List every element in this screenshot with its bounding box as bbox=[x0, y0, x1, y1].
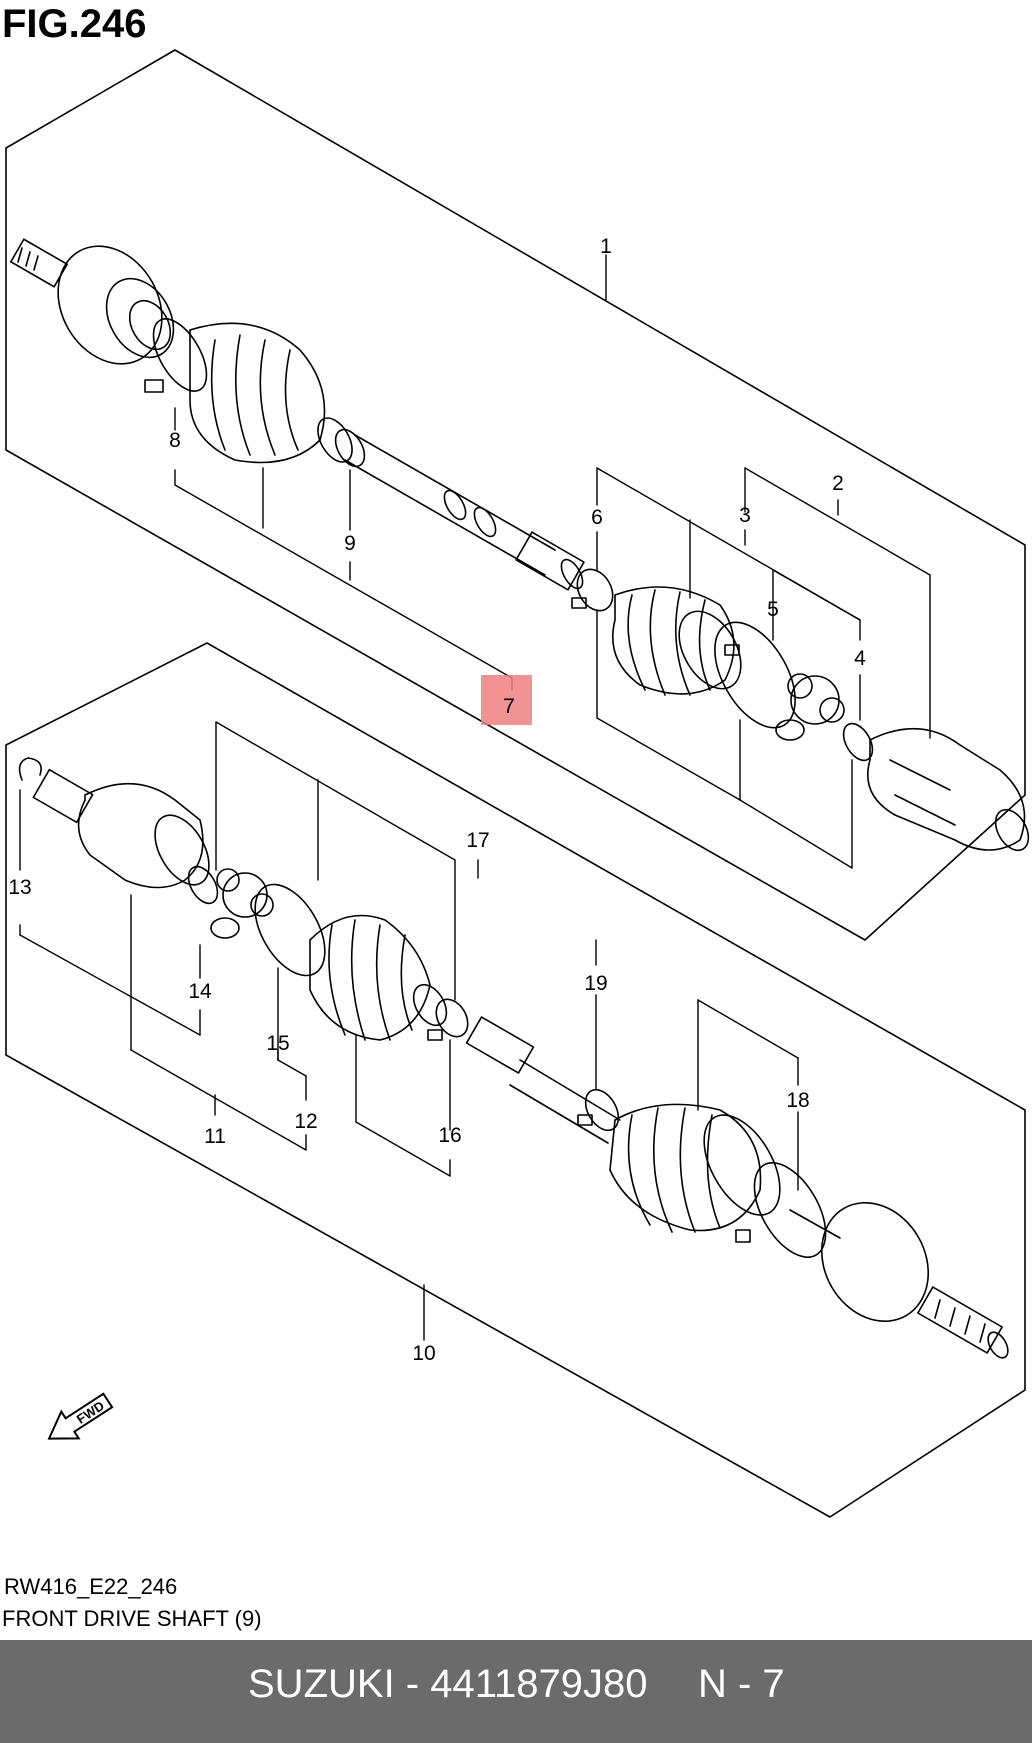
callout-5: 5 bbox=[767, 598, 779, 621]
callout-12: 12 bbox=[294, 1110, 317, 1133]
lower-assembly-frame bbox=[5, 642, 1026, 1518]
callout-1: 1 bbox=[600, 235, 612, 258]
callout-10: 10 bbox=[412, 1342, 435, 1365]
diagram-code: RW416_E22_246 bbox=[4, 1574, 178, 1599]
leader-lines bbox=[19, 254, 931, 1341]
fwd-arrow-icon: FWD bbox=[47, 1392, 114, 1440]
upper-assembly-frame bbox=[5, 49, 1026, 941]
callout-18: 18 bbox=[786, 1089, 809, 1112]
callout-6: 6 bbox=[591, 506, 603, 529]
figure-title: FIG.246 bbox=[2, 2, 147, 46]
callout-3: 3 bbox=[739, 504, 751, 527]
callout-8: 8 bbox=[169, 429, 181, 452]
highlighted-part-box bbox=[481, 675, 532, 725]
callout-16: 16 bbox=[438, 1124, 461, 1147]
footer-brand-part: SUZUKI - 4411879J80 bbox=[248, 1662, 648, 1706]
lower-shaft-drawing bbox=[18, 757, 1009, 1359]
callout-9: 9 bbox=[344, 532, 356, 555]
footer-bar: SUZUKI - 4411879J80 N - 7 bbox=[0, 1640, 1032, 1743]
callout-4: 4 bbox=[854, 647, 866, 670]
callout-15: 15 bbox=[266, 1032, 289, 1055]
callout-17: 17 bbox=[466, 829, 489, 852]
footer-page-ref: N - 7 bbox=[698, 1662, 785, 1706]
callout-7: 7 bbox=[503, 695, 515, 718]
callout-13: 13 bbox=[8, 876, 31, 899]
callout-14: 14 bbox=[188, 980, 212, 1003]
parts-diagram: 1 2 3 4 5 6 7 8 9 10 11 12 13 14 15 16 1… bbox=[5, 49, 1030, 1518]
upper-shaft-drawing bbox=[10, 238, 1030, 852]
diagram-caption: FRONT DRIVE SHAFT (9) bbox=[2, 1606, 262, 1631]
callout-11: 11 bbox=[204, 1125, 226, 1148]
callout-2: 2 bbox=[832, 472, 844, 495]
callout-19: 19 bbox=[584, 972, 607, 995]
